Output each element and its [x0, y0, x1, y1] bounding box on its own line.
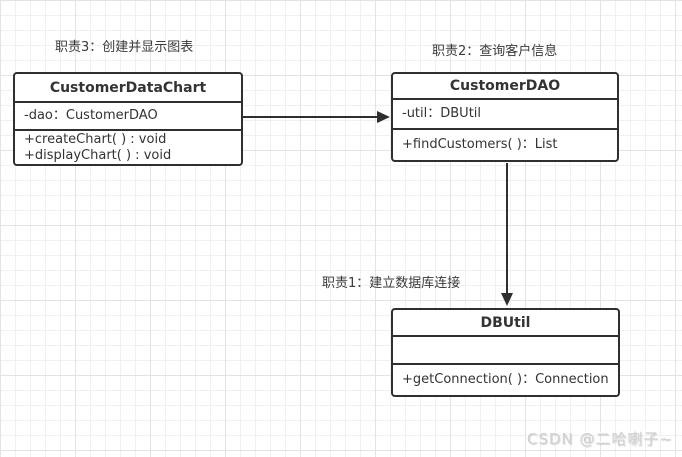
class-method: +displayChart( ) : void	[24, 147, 172, 163]
class-box-dbutil: DBUtil +getConnection( )：Connection	[391, 308, 620, 397]
label-responsibility-2: 职责2：查询客户信息	[432, 44, 558, 59]
class-method: +createChart( ) : void	[24, 131, 167, 147]
class-box-customerdao: CustomerDAO -util：DBUtil +findCustomers(…	[391, 72, 619, 162]
class-method: +getConnection( )：Connection	[402, 372, 609, 387]
class-box-customerdatachart: CustomerDataChart -dao：CustomerDAO +crea…	[13, 72, 243, 166]
class-title: CustomerDataChart	[15, 74, 241, 103]
arrow-chart-to-dao	[243, 111, 390, 123]
class-method: +findCustomers( )：List	[402, 137, 558, 152]
class-attribute: -dao：CustomerDAO	[24, 108, 158, 123]
class-attributes-empty	[393, 337, 618, 365]
csdn-watermark: CSDN @二哈喇子~	[526, 430, 673, 448]
label-responsibility-1: 职责1：建立数据库连接	[322, 276, 461, 291]
class-title: DBUtil	[393, 310, 618, 337]
class-title: CustomerDAO	[393, 74, 617, 100]
label-responsibility-3: 职责3：创建并显示图表	[55, 40, 194, 55]
arrow-dao-to-dbutil	[501, 163, 513, 306]
class-attribute: -util：DBUtil	[402, 106, 482, 121]
